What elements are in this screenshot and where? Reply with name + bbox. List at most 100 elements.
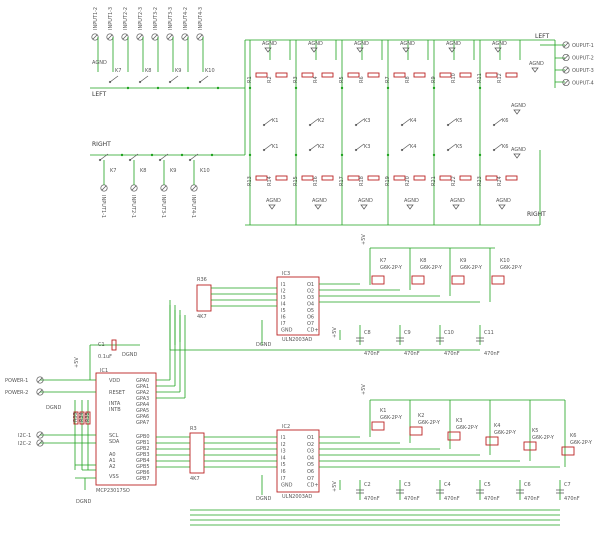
switch-pivot <box>354 123 358 127</box>
ic-pin: O7 <box>307 321 314 327</box>
i2c-label: I2C-2 <box>18 441 31 447</box>
mcu-pin: INTA <box>109 401 121 407</box>
mcu-pin: GPA3 <box>136 396 149 402</box>
junction-dot <box>126 86 130 90</box>
relay-switch <box>446 118 457 127</box>
relay-label: K8 <box>145 68 151 74</box>
power-label: POWER-1 <box>5 378 28 384</box>
terminal-slash <box>167 34 173 40</box>
output-label: OUPUT-1 <box>572 43 594 49</box>
resistor-body <box>85 411 91 425</box>
agnd-label: AGND <box>312 198 327 204</box>
output-terminal <box>562 78 570 87</box>
relay-switch <box>492 143 503 152</box>
junction-dot <box>180 153 184 157</box>
cap-label: C4 <box>444 482 451 488</box>
relay-coil <box>451 275 465 285</box>
terminal-slash <box>137 34 143 40</box>
output-terminal <box>562 66 570 74</box>
resistor-body <box>393 175 406 181</box>
mcu-pin: A1 <box>109 458 116 464</box>
agnd-symbol: AGND <box>492 41 507 53</box>
terminal-slash <box>563 80 569 85</box>
ic-pin: O2 <box>307 442 314 448</box>
agnd-label: AGND <box>308 41 323 47</box>
switch-pivot <box>98 158 102 162</box>
resistor: R2 <box>267 72 288 83</box>
resistor-label: R17 <box>339 176 345 186</box>
agnd-triangle <box>360 204 368 210</box>
input-label: INPUT3-1 <box>160 195 166 218</box>
terminal-slash <box>37 440 43 446</box>
relay-switch <box>108 75 119 84</box>
resistor: R20 <box>405 175 426 186</box>
junction-dot <box>432 86 436 90</box>
mcu-pin: GPA5 <box>136 408 149 414</box>
ic-pin: I6 <box>281 315 286 321</box>
input-terminal <box>166 33 174 41</box>
agnd-symbol: AGND <box>496 198 511 210</box>
switch-pivot <box>262 123 266 127</box>
agnd-label: AGND <box>511 103 526 109</box>
switch-blade <box>109 75 119 83</box>
relay-coil <box>411 275 425 285</box>
resistor-body <box>321 72 334 78</box>
output-label: OUPUT-3 <box>572 68 594 74</box>
agnd-symbol: AGND <box>450 198 465 210</box>
relay-label: K5 <box>456 118 462 124</box>
relay-label: K3 <box>456 418 462 424</box>
ic-label: IC1 <box>100 368 108 374</box>
cap-value: 470nF <box>444 496 460 502</box>
relay-switch <box>400 143 411 152</box>
ic-pin: I6 <box>281 469 286 475</box>
relay-part: G6K-2P-Y <box>380 415 403 421</box>
ic-pin: I4 <box>281 302 286 308</box>
switch-blade <box>309 118 319 126</box>
cap-value: 470nF <box>444 351 460 357</box>
ic-pin: O3 <box>307 295 314 301</box>
switch-pivot <box>446 123 450 127</box>
mcu-pin: GPB6 <box>136 470 150 476</box>
agnd-triangle <box>356 47 364 53</box>
relay-switch <box>198 75 209 84</box>
input-label: INPUT1-2 <box>93 7 99 30</box>
relay-part: G6K-2P-Y <box>456 425 479 431</box>
resistor: R5 <box>339 72 360 83</box>
input-label: INPUT3-3 <box>168 7 174 30</box>
ic-pin: O2 <box>307 289 314 295</box>
relay-coil <box>491 275 505 285</box>
terminal-slash <box>92 34 98 40</box>
terminal-slash <box>152 34 158 40</box>
input-terminal <box>151 33 159 41</box>
relay-label: K1 <box>272 118 278 124</box>
agnd-symbol: AGND <box>404 198 419 210</box>
ic-pin: GND <box>281 328 293 334</box>
agnd-triangle <box>498 204 506 210</box>
terminal-slash <box>37 377 43 383</box>
input-label: INPUT1-3 <box>108 7 114 30</box>
junction-dot <box>340 153 344 157</box>
resnet-value: 4K7 <box>190 476 200 482</box>
relay-label: K2 <box>318 118 324 124</box>
relay-coil <box>485 436 499 446</box>
agnd-symbol: AGND <box>266 198 281 210</box>
switch-pivot <box>128 158 132 162</box>
relay-switch <box>262 143 273 152</box>
terminal-ring <box>562 53 570 62</box>
agnd-label: AGND <box>511 147 526 153</box>
cap-plates <box>556 489 564 494</box>
relay-label: K9 <box>460 258 466 264</box>
junction-dot <box>294 86 298 90</box>
resistor-body <box>505 72 518 78</box>
resistor-label: R24 <box>497 176 503 186</box>
switch-blade <box>401 143 411 151</box>
cap-value: 470nF <box>484 496 500 502</box>
switch-pivot <box>108 80 112 84</box>
column-wire <box>269 40 291 60</box>
relay-switch <box>446 143 457 152</box>
terminal-slash <box>161 185 167 191</box>
supply-label: +5V <box>361 234 367 245</box>
input-label: INPUT3-2 <box>153 7 159 30</box>
resistor-body <box>255 175 268 181</box>
